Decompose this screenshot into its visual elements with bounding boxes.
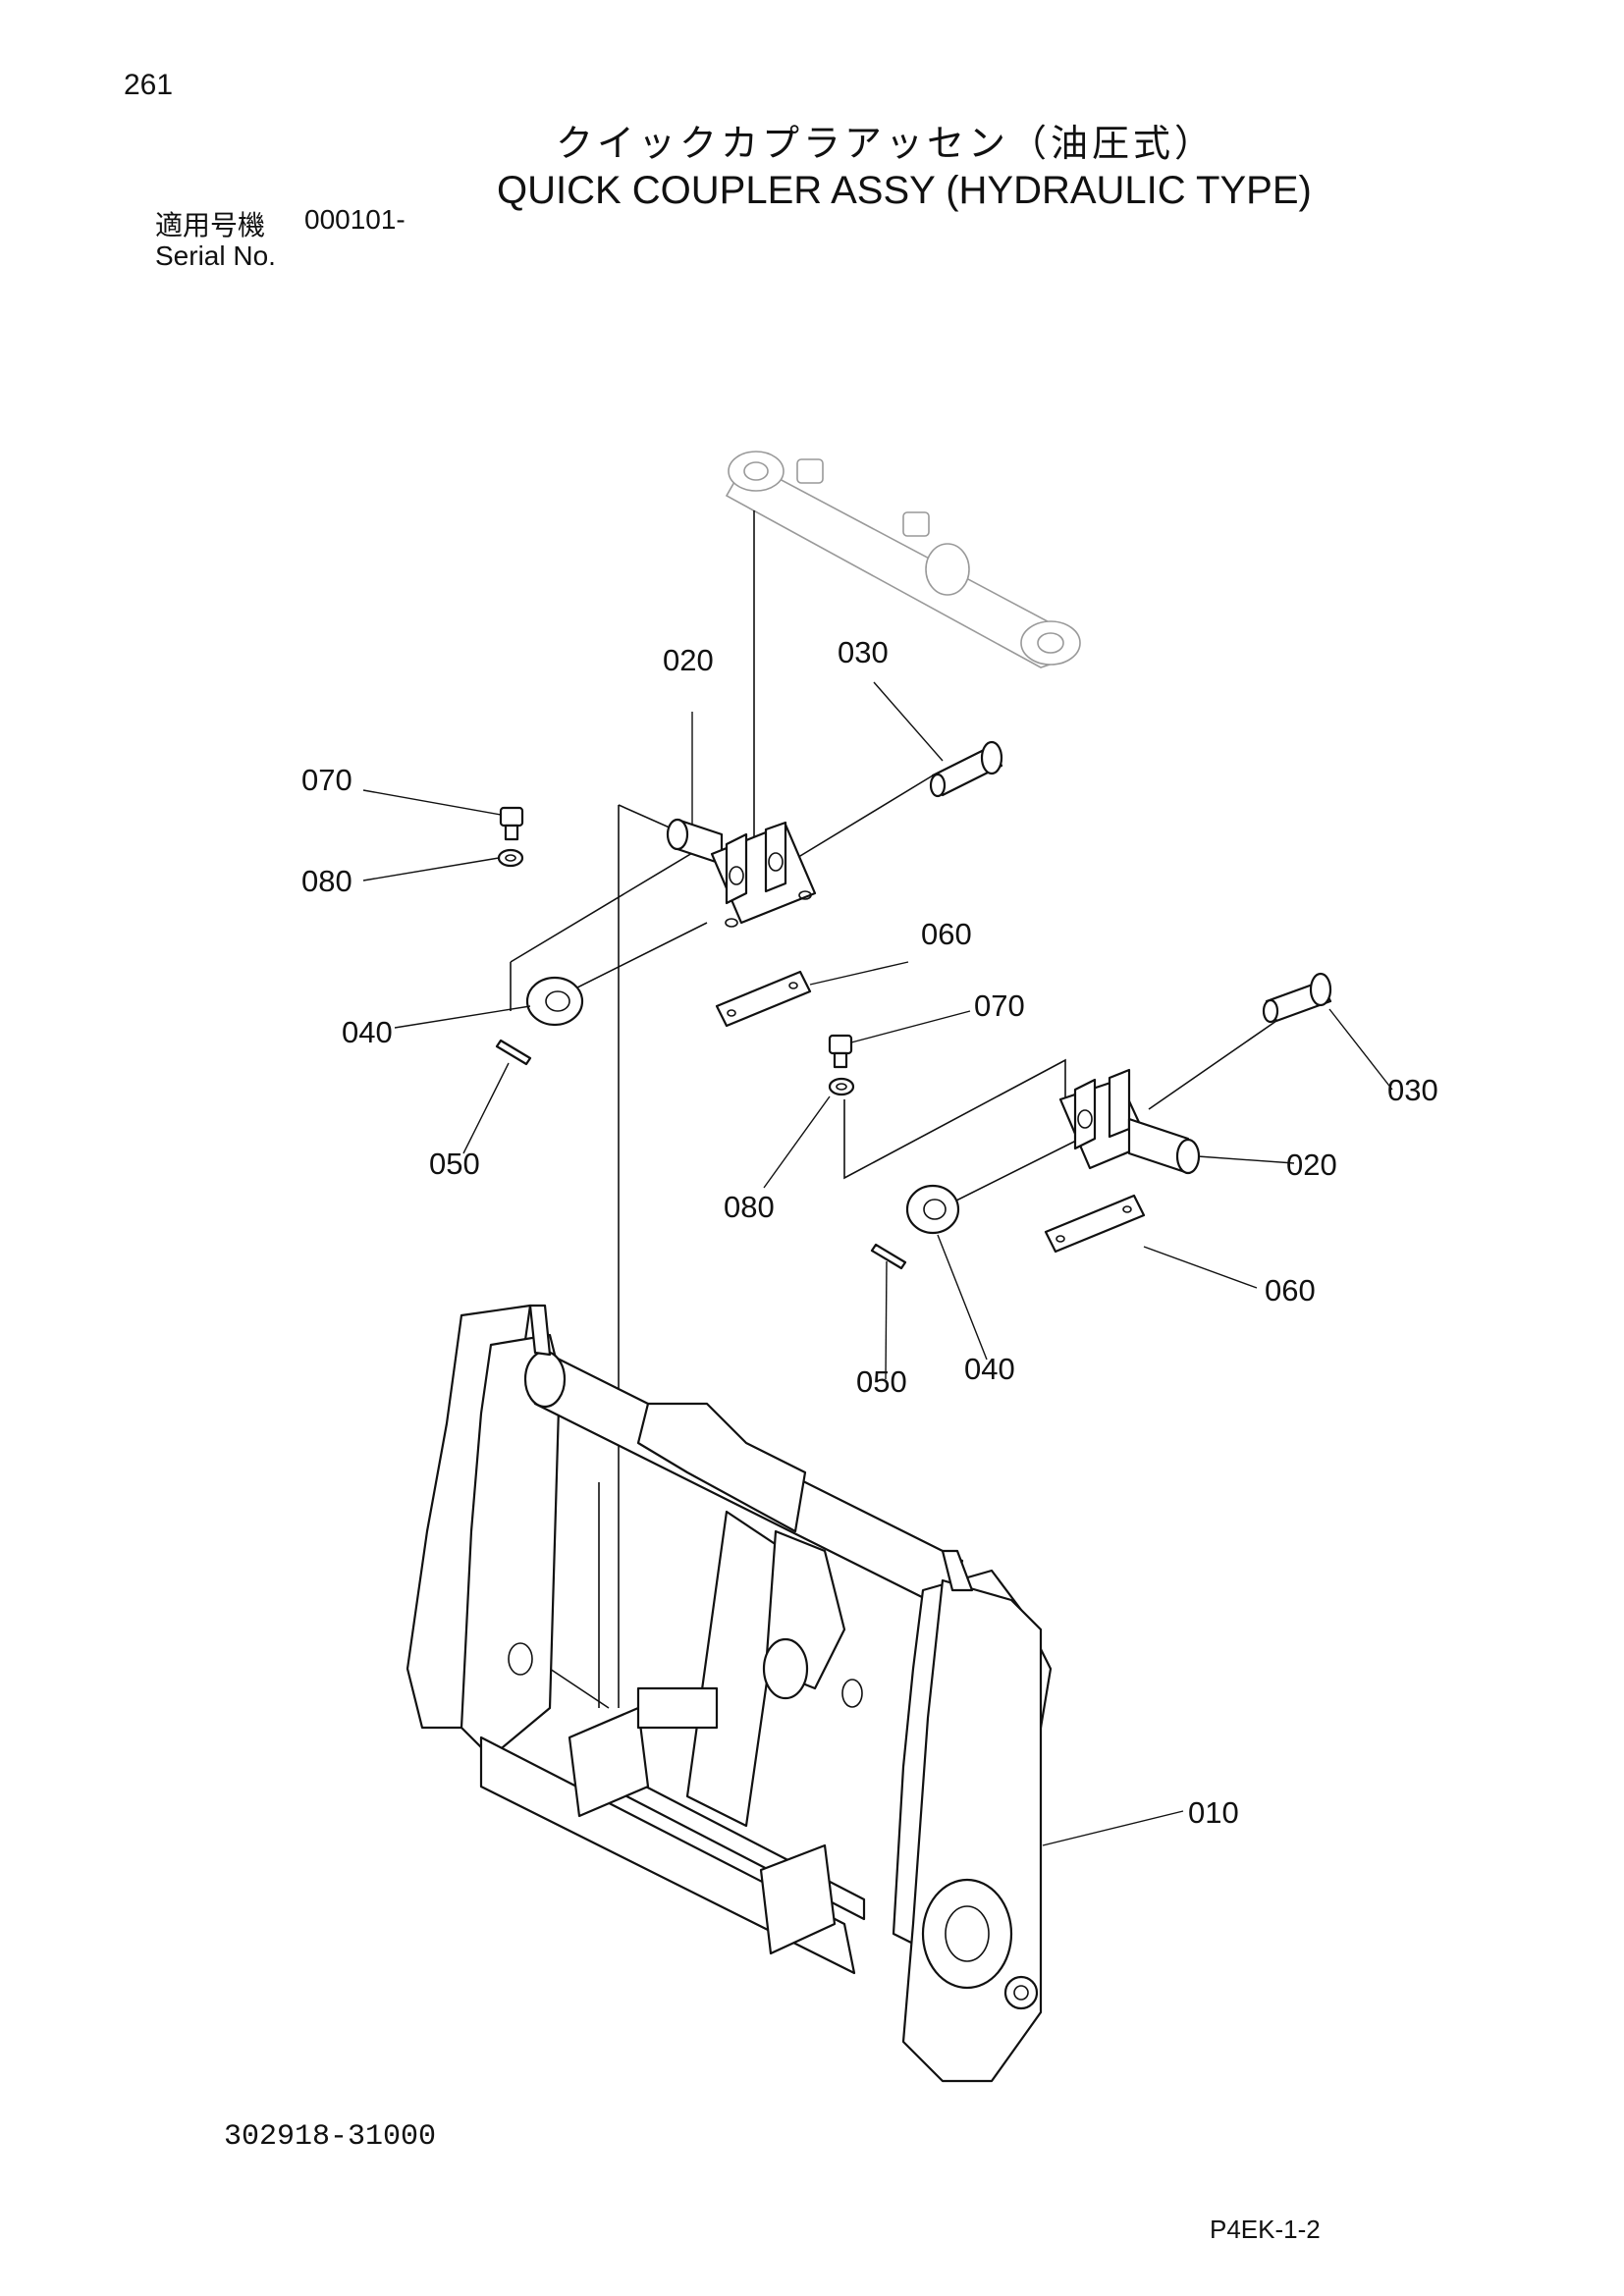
drawing-number: 302918-31000: [224, 2120, 437, 2154]
plate-right-060: [1044, 1194, 1146, 1254]
serial-label-english: Serial No.: [155, 240, 276, 271]
callout-040-right: 040: [964, 1352, 1015, 1386]
callout-060-left: 060: [921, 917, 972, 951]
serial-range: 000101-: [304, 204, 406, 235]
cotter-pin-left-050: [495, 1039, 532, 1066]
callout-060-right: 060: [1265, 1273, 1316, 1308]
callout-020-left: 020: [663, 643, 714, 677]
spacer-right-040: [905, 1184, 960, 1235]
pin-right-030: [1262, 972, 1332, 1024]
title-english: QUICK COUPLER ASSY (HYDRAULIC TYPE): [497, 169, 1312, 212]
cotter-pin-right-050: [870, 1243, 907, 1270]
sheet-id: P4EK-1-2: [1210, 2215, 1321, 2244]
callout-070-left: 070: [301, 763, 352, 797]
bolt-washer-left: [497, 806, 524, 868]
assembly-lines: [510, 510, 1277, 1709]
callout-050-left: 050: [429, 1147, 480, 1181]
callout-010: 010: [1188, 1795, 1239, 1830]
page-number: 261: [124, 69, 174, 101]
serial-label-japanese: 適用号機: [155, 209, 266, 241]
callout-030-right: 030: [1387, 1073, 1438, 1107]
plate-left-060: [715, 970, 812, 1028]
callout-040-left: 040: [342, 1015, 393, 1049]
hydraulic-cylinder-ghost: [725, 451, 1081, 668]
title-japanese: クイックカプラアッセン（油圧式）: [556, 122, 1217, 165]
bolt-washer-right: [828, 1034, 855, 1096]
callout-080-left: 080: [301, 864, 352, 898]
callout-080-right: 080: [724, 1190, 775, 1224]
callout-070-right: 070: [974, 988, 1025, 1023]
bracket-pin-left: [666, 818, 817, 928]
callout-leaders: [362, 681, 1393, 1846]
callout-050-right: 050: [856, 1364, 907, 1399]
coupler-frame-010: [406, 1304, 1053, 2083]
callout-030-left: 030: [838, 635, 889, 669]
spacer-left-040: [525, 976, 584, 1027]
bracket-pin-right: [1058, 1068, 1201, 1175]
pin-left-030: [929, 740, 1003, 798]
callout-labels: 070 080 020 030 040 050 060 070 030 020 …: [301, 635, 1438, 1830]
callout-020-right: 020: [1286, 1148, 1337, 1182]
